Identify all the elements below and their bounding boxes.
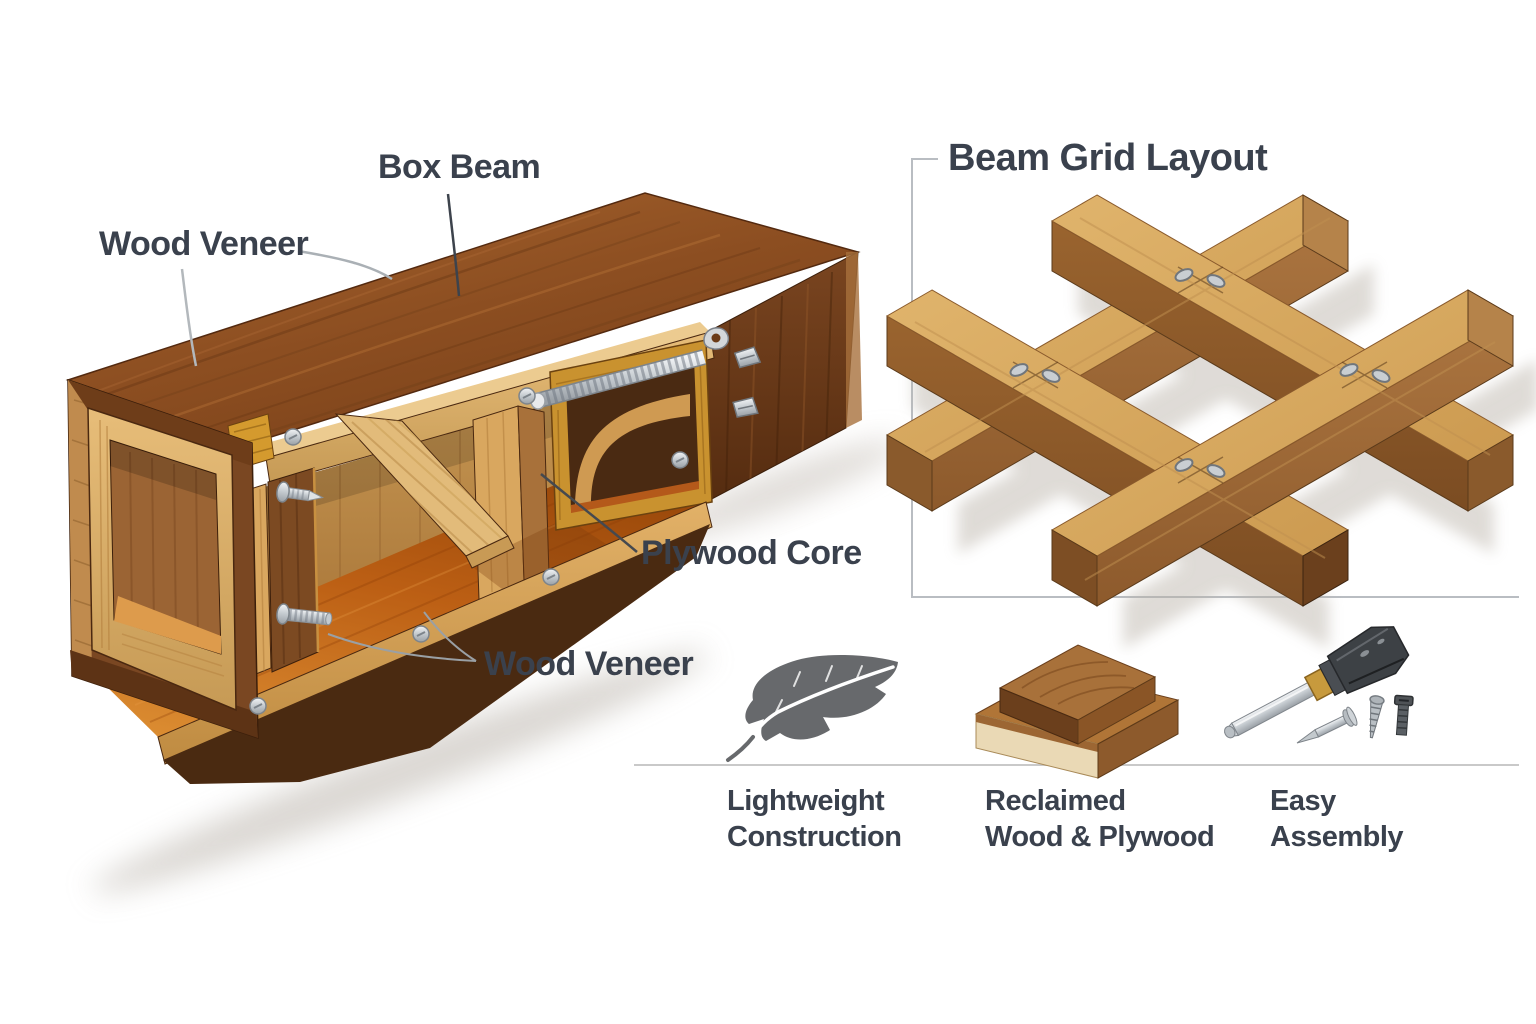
feature-easy-line2: Assembly: [1270, 821, 1404, 853]
metal-clips: [703, 327, 762, 418]
bolt-bottom: [276, 603, 333, 626]
wood-veneer-bottom-label: Wood Veneer: [484, 645, 694, 683]
wood-veneer-top-label: Wood Veneer: [99, 225, 309, 263]
bottom-walnut-band: [163, 524, 710, 784]
feature-lightweight-line2: Construction: [727, 821, 902, 853]
feature-label-reclaimed: Reclaimed Wood & Plywood: [985, 783, 1215, 855]
grid-fasteners: [1009, 268, 1391, 478]
nail-icon: [1296, 706, 1358, 744]
cutaway-window: [549, 339, 713, 531]
box-beam-illustration: [65, 192, 902, 893]
feature-lightweight-line1: Lightweight: [727, 785, 885, 817]
box-beam-label: Box Beam: [378, 148, 541, 186]
arch-brace: [575, 394, 690, 505]
beam-shadow: [91, 439, 902, 893]
end-cross-section: [67, 378, 259, 740]
beam-right-edge: [846, 252, 862, 428]
diagonal-brace: [334, 413, 606, 592]
feature-label-lightweight: Lightweight Construction: [727, 783, 902, 855]
veneer-screws: [249, 387, 689, 715]
beam-grid-illustration: [886, 194, 1536, 649]
grid-panel-title: Beam Grid Layout: [948, 137, 1268, 179]
bottom-veneer-strip: [157, 501, 713, 765]
grid-grain: [914, 217, 1496, 581]
wood-panels-icon: [974, 644, 1180, 779]
screw-icon-2: [1393, 694, 1414, 736]
feature-label-easy: Easy Assembly: [1270, 783, 1404, 855]
screwdriver-icon: [1224, 626, 1414, 744]
feather-icon: [726, 654, 898, 762]
leader-lines: [180, 193, 638, 662]
feature-easy-line1: Easy: [1270, 785, 1336, 817]
screw-icon-1: [1369, 695, 1385, 739]
feature-reclaimed-line2: Wood & Plywood: [985, 821, 1215, 853]
feature-reclaimed-line1: Reclaimed: [985, 785, 1126, 817]
bolt-top: [276, 481, 325, 503]
plywood-core-label: Plywood Core: [641, 534, 862, 572]
